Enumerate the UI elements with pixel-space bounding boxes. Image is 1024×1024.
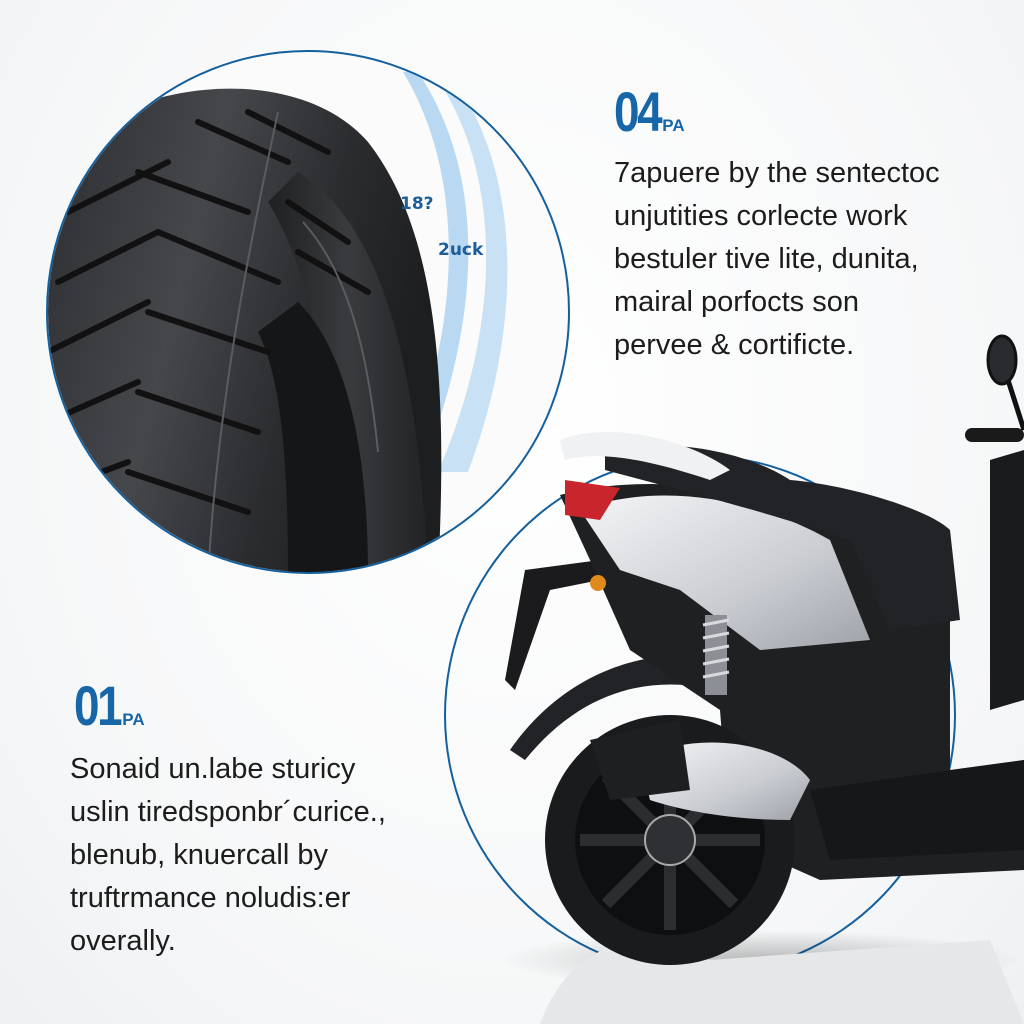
text-line: overally. bbox=[70, 925, 176, 957]
tire-label-type: 2uck bbox=[438, 240, 484, 260]
text-line: Sonaid un.labe sturicy bbox=[70, 753, 356, 785]
scooter-illustration bbox=[500, 334, 1024, 1024]
tire-label-size: 18? bbox=[400, 194, 434, 214]
section-04-number: 04 bbox=[614, 80, 663, 143]
text-line: truftrmance noludis:er bbox=[70, 882, 351, 914]
section-04-description: 7apuere by the sentectoc unjutities corl… bbox=[614, 152, 940, 367]
text-line: uslin tiredsponbr´curice., bbox=[70, 796, 386, 828]
text-line: unjutities corlecte work bbox=[614, 200, 908, 232]
text-line: mairal porfocts son bbox=[614, 286, 859, 318]
text-line: pervee & cortificte. bbox=[614, 329, 855, 361]
tire-closeup-image: 18? 2uck bbox=[46, 50, 570, 574]
text-line: blenub, knuercall by bbox=[70, 839, 328, 871]
text-line: 7apuere by the sentectoc bbox=[614, 157, 940, 189]
section-01-description: Sonaid un.labe sturicy uslin tiredsponbr… bbox=[70, 748, 386, 963]
text-line: bestuler tive lite, dunita, bbox=[614, 243, 919, 275]
tire-illustration bbox=[48, 72, 508, 572]
section-01-number: 01 bbox=[74, 674, 123, 737]
section-01-unit: PA bbox=[122, 710, 145, 729]
section-04-unit: PA bbox=[662, 116, 685, 135]
